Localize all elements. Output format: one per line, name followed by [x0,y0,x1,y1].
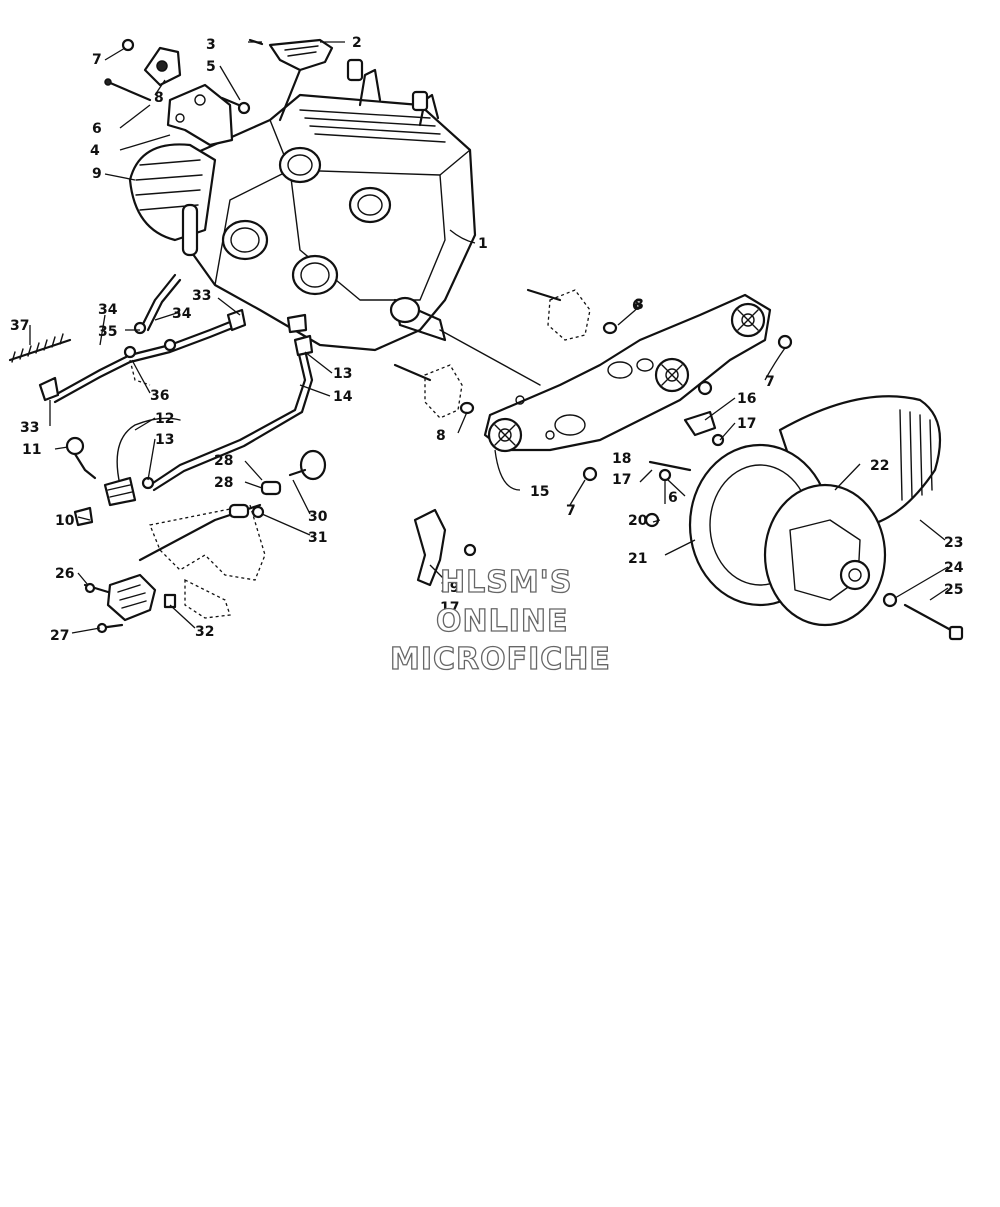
callout-7-top: 7 [92,52,102,68]
callout-8-top: 8 [154,90,164,106]
filter-11[interactable] [65,436,97,480]
nut-top[interactable] [121,38,135,52]
callout-26: 26 [55,566,74,582]
fitting-13-upper[interactable] [286,313,314,357]
callout-5: 5 [206,59,216,75]
fuel-line-12[interactable] [116,417,181,486]
plug-10[interactable] [73,506,94,527]
callout-33-lower: 33 [20,420,39,436]
sprocket-mid[interactable] [654,357,690,393]
callout-4: 4 [90,143,100,159]
callout-18: 18 [612,451,631,467]
callout-6-top: 6 [92,121,102,137]
washer-24[interactable] [882,592,898,608]
cable-bracket-2[interactable] [268,38,334,122]
bracket-19[interactable] [413,508,447,587]
hose-clamp-35[interactable] [123,321,177,359]
callout-2: 2 [352,35,362,51]
callout-1: 1 [478,236,488,252]
callout-6-upper-right: 6 [632,298,642,314]
hose-36[interactable] [129,359,151,386]
callout-6-mid: 6 [668,490,678,506]
callout-31: 31 [308,530,327,546]
clip-32[interactable] [163,593,177,609]
callout-34-right: 34 [172,306,192,322]
callout-19: 19 [440,580,459,596]
mount-30[interactable] [288,449,327,481]
spacer-28[interactable] [228,480,282,519]
upper-mount-bracket[interactable] [166,83,234,147]
callout-32: 32 [195,624,214,640]
callout-28-bottom: 28 [214,475,233,491]
callout-8-mid: 8 [436,428,446,444]
washer-20[interactable] [644,512,660,528]
callout-30: 30 [308,509,328,525]
hose-34-lower[interactable] [53,318,237,404]
fitting-33-left[interactable] [38,376,60,402]
fuel-pump-32[interactable] [106,573,157,622]
bearing-7-right[interactable] [582,334,793,482]
callout-12: 12 [155,411,174,427]
callout-15: 15 [530,484,549,500]
bolt-26[interactable] [83,582,110,594]
clutch-spider-22[interactable] [763,483,887,627]
watermark: HLSM'S ONLINE MICROFICHE [389,564,611,677]
callout-13-lower: 13 [155,432,174,448]
bolt-18[interactable] [648,460,692,472]
callout-20: 20 [628,513,648,529]
callout-16: 16 [737,391,756,407]
callout-3: 3 [206,37,216,53]
hose-34-upper[interactable] [138,273,182,332]
gear-plate-8-upper[interactable] [526,288,591,341]
callout-14: 14 [333,389,353,405]
fuel-line-14[interactable] [148,348,314,492]
callout-22: 22 [870,458,889,474]
bolt-top-left[interactable] [104,78,152,102]
callout-28-top: 28 [214,453,233,469]
fitting-33-upper[interactable] [226,308,247,332]
mount-damper-top[interactable] [143,46,182,87]
watermark-line-2: ONLINE [436,604,569,639]
callout-21: 21 [628,551,647,567]
bolt-17[interactable] [463,433,725,557]
watermark-line-1: HLSM'S [440,565,572,600]
gear-plate-8-lower[interactable] [393,363,463,419]
callout-24: 24 [944,560,964,576]
sprocket-upper[interactable] [730,302,766,338]
spring-37[interactable] [8,333,72,363]
callout-10: 10 [55,513,75,529]
callout-36: 36 [150,388,169,404]
callout-7-right: 7 [765,374,775,390]
watermark-line-3: MICROFICHE [390,642,611,677]
fuel-pump-fitting[interactable] [103,476,137,507]
callout-17-right: 17 [737,416,756,432]
callout-34-left: 34 [98,302,118,318]
callout-27: 27 [50,628,69,644]
sprocket-lower[interactable] [487,417,523,453]
callout-leaders [29,41,949,634]
screw-27[interactable] [96,622,124,634]
callout-17-lower: 17 [440,600,459,616]
callout-33-upper: 33 [192,288,211,304]
callout-37: 37 [10,318,29,334]
nut-31[interactable] [251,505,265,519]
engine-plate-15[interactable] [483,293,772,452]
callout-9: 9 [92,166,102,182]
bolt-5[interactable] [220,96,251,115]
bolt-25[interactable] [903,603,964,641]
engine-block[interactable] [178,58,541,386]
callout-23: 23 [944,535,963,551]
callout-13-upper: 13 [333,366,352,382]
callout-35: 35 [98,324,117,340]
callout-17-mid: 17 [612,472,631,488]
recoil-starter[interactable] [128,143,217,257]
callout-25: 25 [944,582,963,598]
pump-bracket[interactable] [138,503,266,619]
callout-7-mid: 7 [566,503,576,519]
washer-8[interactable] [459,321,618,415]
callout-labels: 1 2 3 4 5 6 7 8 9 10 11 12 13 13 14 15 1… [10,35,964,644]
callout-11: 11 [22,442,41,458]
callout-8-upper-right: 8 [634,297,644,313]
